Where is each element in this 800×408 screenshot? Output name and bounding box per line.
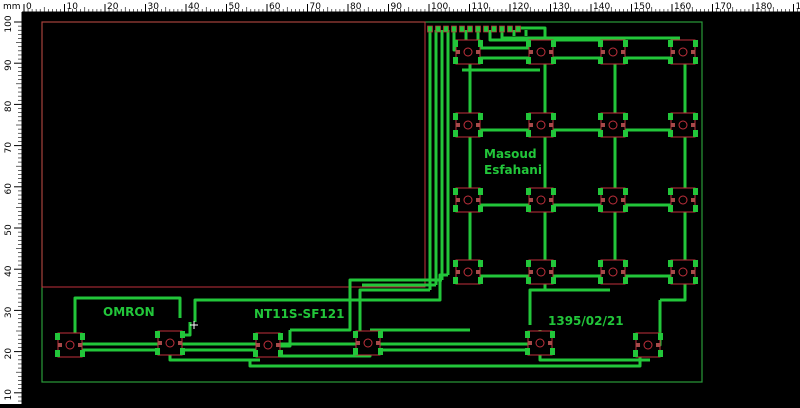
keypad-switch [598,188,628,212]
top-ruler-tick-label: 0 [26,2,32,12]
top-ruler-tick-label: 10 [67,2,79,12]
top-ruler-tick-label: 30 [148,2,160,12]
keypad-switch [453,260,483,284]
header-pin [476,26,481,32]
header-pin [436,26,441,32]
keypad-switch [668,260,698,284]
bottom-switch [55,333,85,357]
top-ruler-tick-label: 110 [472,2,489,12]
left-ruler-tick-label: 40 [4,265,14,277]
bottom-switch [525,331,555,355]
keypad-switch [453,113,483,137]
keypad-switch [668,188,698,212]
header-pin [428,26,433,32]
keypad-switch [526,40,556,64]
keypad-switch [668,113,698,137]
keypad-switch [453,188,483,212]
keypad-switch [598,260,628,284]
header-pin [444,26,449,32]
top-ruler-tick-label: 90 [391,2,403,12]
top-ruler-tick-label: 70 [310,2,322,12]
bottom-switch [155,331,185,355]
bottom-switch [353,331,383,355]
left-ruler-tick-label: 10 [4,389,14,401]
top-ruler-tick-label: 140 [593,2,610,12]
label-author-last: Esfahani [484,163,542,177]
left-ruler-tick-label: 50 [4,224,14,236]
bottom-switch [253,333,283,357]
label-author-first: Masoud [484,147,537,161]
top-ruler-tick-label: 130 [553,2,570,12]
keypad-switch [598,113,628,137]
left-ruler-tick-label: 90 [4,59,14,71]
header-pin [500,26,505,32]
label-brand: OMRON [103,305,155,319]
header-pin [460,26,465,32]
left-ruler-tick-label: 70 [4,142,14,154]
top-ruler-tick-label: 120 [512,2,529,12]
keypad-switch-matrix [453,40,698,284]
top-ruler-tick-label: 160 [674,2,691,12]
top-ruler-tick-label: 40 [188,2,200,12]
top-ruler-tick-label: 50 [229,2,241,12]
bottom-switch [633,333,663,357]
keypad-switch [453,40,483,64]
lcd-cutout-outline [42,22,425,287]
header-pin [492,26,497,32]
top-ruler-tick-label: 20 [107,2,119,12]
top-ruler-tick-label: 1 [796,2,800,12]
keypad-switch [526,113,556,137]
label-date: 1395/02/21 [548,314,624,328]
header-pin [468,26,473,32]
keypad-switch [526,260,556,284]
left-ruler-tick-label: 100 [4,15,14,32]
keypad-switch [668,40,698,64]
left-ruler-tick-label: 30 [4,306,14,318]
keypad-switch [598,40,628,64]
top-ruler-tick-label: 170 [715,2,732,12]
left-ruler-tick-label: 20 [4,348,14,360]
top-ruler-tick-label: 100 [431,2,448,12]
top-ruler-tick-label: 60 [269,2,281,12]
top-ruler-tick-label: 150 [634,2,651,12]
header-pin [484,26,489,32]
left-ruler-tick-label: 60 [4,183,14,195]
top-ruler-tick-label: 80 [350,2,362,12]
ruler-unit-label: mm [3,2,21,12]
header-pin [452,26,457,32]
top-ruler-tick-label: 180 [755,2,772,12]
left-ruler-tick-label: 80 [4,100,14,112]
keypad-switch [526,188,556,212]
label-model: NT11S-SF121 [254,307,344,321]
header-pin [516,26,521,32]
header-pin [508,26,513,32]
